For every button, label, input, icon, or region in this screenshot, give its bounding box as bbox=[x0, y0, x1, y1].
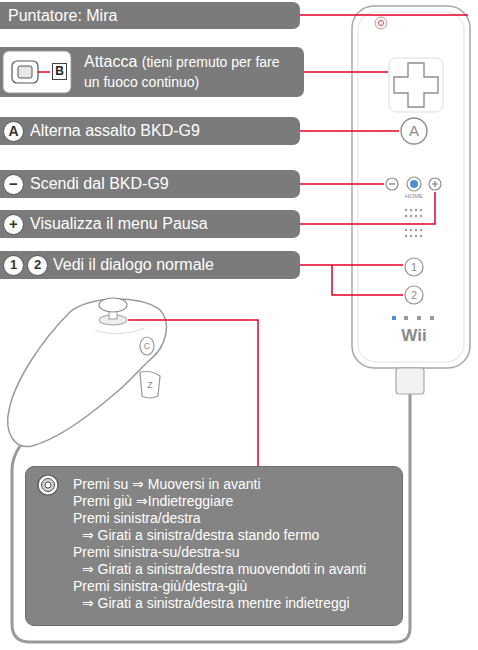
c-button bbox=[140, 337, 154, 355]
band-label: Puntatore: Mira bbox=[8, 7, 117, 24]
instruction-text: Premi sinistra-giù/destra-giù ⇒ Girati a… bbox=[73, 578, 366, 612]
b-button-outline bbox=[12, 61, 38, 83]
button-letter: 1 bbox=[408, 260, 420, 274]
minus-sign bbox=[389, 183, 395, 184]
home-icon bbox=[410, 180, 418, 188]
minus-button bbox=[386, 178, 398, 190]
button-icon-letter: B bbox=[52, 63, 67, 80]
cable bbox=[12, 393, 410, 642]
button-2 bbox=[405, 286, 423, 304]
button-icon-letter: + bbox=[3, 214, 24, 235]
button-icon-letter: − bbox=[3, 174, 24, 195]
remote-body bbox=[352, 6, 470, 368]
stick-cap bbox=[99, 298, 127, 312]
plus-sign bbox=[432, 181, 438, 187]
instruction-text: Premi sinistra/destra ⇒ Girati a sinistr… bbox=[73, 510, 366, 544]
stick-icon-mid bbox=[42, 479, 55, 492]
control-band: Scendi dal BKD-G9 bbox=[0, 170, 300, 198]
instruction-text: Premi su ⇒ Muoversi in avanti bbox=[73, 476, 366, 493]
button-letter: C bbox=[142, 340, 152, 352]
home-button bbox=[407, 177, 421, 191]
remote-connector bbox=[396, 368, 424, 394]
band-label: Attacca bbox=[84, 53, 137, 70]
speaker-holes bbox=[405, 209, 422, 237]
control-band: Puntatore: Mira bbox=[0, 2, 300, 29]
control-band: Alterna assalto BKD-G9 bbox=[0, 117, 300, 145]
remote-inner-edge bbox=[358, 12, 464, 362]
power-icon bbox=[379, 21, 384, 26]
b-button-key bbox=[18, 66, 32, 78]
brand-logo: Wii bbox=[392, 326, 436, 346]
dpad-well bbox=[389, 58, 443, 112]
button-icon-letter: 2 bbox=[27, 255, 48, 276]
control-band: Attacca (tieni premuto per fare un fuoco… bbox=[0, 47, 304, 97]
button-1 bbox=[405, 258, 423, 276]
nunchuk-body bbox=[8, 299, 167, 447]
plus-button bbox=[429, 178, 441, 190]
button-icon-letter: 1 bbox=[3, 255, 24, 276]
z-button bbox=[140, 372, 160, 399]
band-label: Vedi il dialogo normale bbox=[53, 256, 214, 273]
instruction-text: Premi giù ⇒Indietreggiare bbox=[73, 493, 366, 510]
player-leds bbox=[392, 316, 434, 320]
button-letter: Z bbox=[145, 379, 155, 391]
stick-icon-outer bbox=[38, 475, 58, 495]
b-button-pointer bbox=[38, 71, 50, 73]
power-button bbox=[375, 17, 387, 29]
button-letter: 2 bbox=[408, 288, 420, 302]
band-label: Visualizza il menu Pausa bbox=[30, 215, 208, 232]
stick-icon-inner bbox=[45, 482, 51, 488]
b-button-icon bbox=[3, 51, 71, 93]
button-icon-letter: A bbox=[3, 121, 24, 142]
control-band: Visualizza il menu Pausa bbox=[0, 210, 300, 238]
dpad bbox=[394, 63, 438, 107]
button-letter: A bbox=[404, 122, 424, 140]
instruction-text: Premi sinistra-su/destra-su ⇒ Girati a s… bbox=[73, 544, 366, 578]
band-label: Scendi dal BKD-G9 bbox=[30, 175, 169, 192]
band-label: Alterna assalto BKD-G9 bbox=[30, 122, 200, 139]
nunchuk-contour bbox=[95, 328, 145, 334]
instructions-box: Premi su ⇒ Muoversi in avantiPremi giù ⇒… bbox=[25, 466, 403, 626]
button-letter: HOME bbox=[398, 192, 430, 200]
a-button bbox=[401, 118, 427, 144]
